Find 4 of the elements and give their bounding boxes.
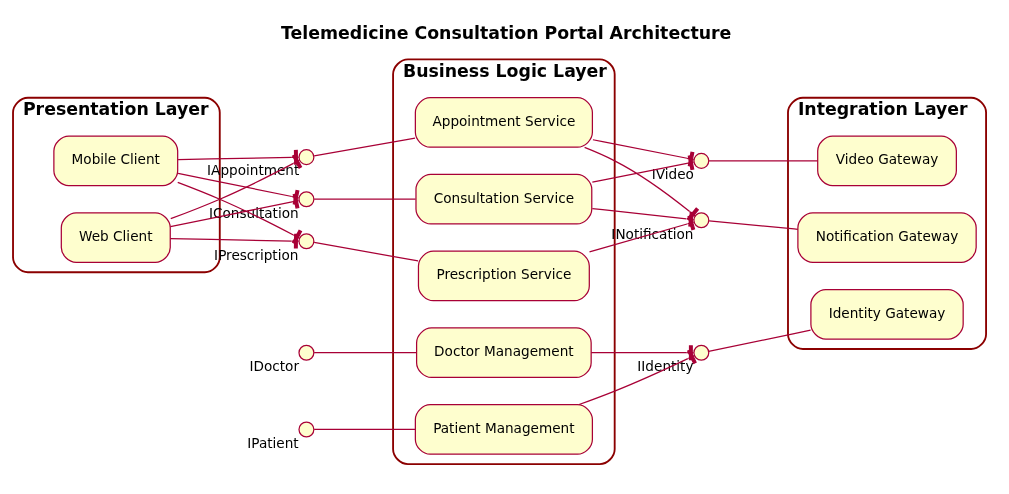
node-label: IPatient <box>247 434 299 451</box>
node-label: IVideo <box>651 165 694 182</box>
diagram-title: Telemedicine Consultation Portal Architecture <box>281 22 732 43</box>
node-label: IDoctor <box>249 357 300 374</box>
